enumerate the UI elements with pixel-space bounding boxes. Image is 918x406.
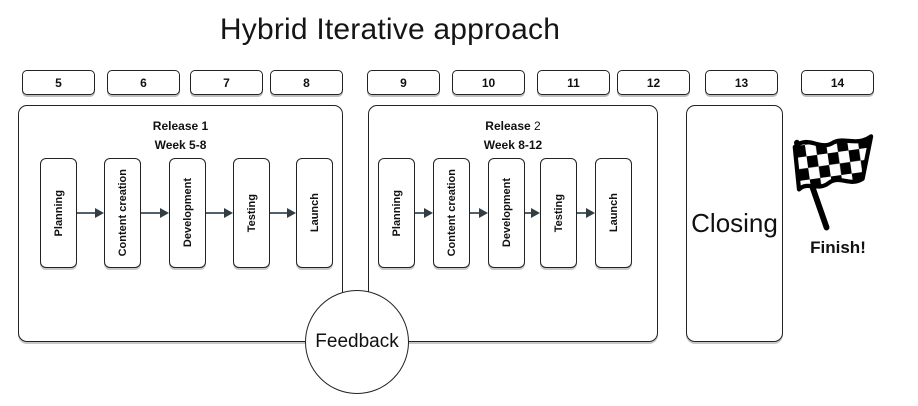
release-2-weeks: Week 8-12 [483,138,543,152]
week-box-10[interactable]: 10 [452,70,525,95]
week-label: 9 [400,75,407,90]
checkered-flag-icon[interactable] [786,130,882,236]
flow-arrow [415,208,433,218]
week-box-12[interactable]: 12 [617,70,690,95]
phase-label: Launch [607,193,620,233]
phase-label: Content creation [116,169,129,257]
page-title: Hybrid Iterative approach [219,13,561,46]
flow-arrow [141,208,169,218]
release-2-phase-planning[interactable]: Planning [378,158,415,268]
release-1-header: Release 1 Week 5-8 [19,117,342,155]
flow-arrow [206,208,233,218]
flow-arrow [577,208,595,218]
week-box-6[interactable]: 6 [107,70,180,95]
release-2-title: Release 2 [369,117,657,136]
release-1-phase-launch[interactable]: Launch [296,158,333,268]
week-label: 5 [55,75,62,90]
release-2-phase-development[interactable]: Development [488,158,525,268]
phase-label: Testing [552,193,565,233]
feedback-label: Feedback [315,331,399,352]
finish-label: Finish! [810,238,866,257]
flow-arrow [470,208,488,218]
release-2-phase-content-creation[interactable]: Content creation [433,158,470,268]
week-label: 14 [830,75,845,90]
phase-label: Planning [52,189,65,237]
week-label: 6 [140,75,147,90]
release-2-phase-testing[interactable]: Testing [540,158,577,268]
week-label: 7 [223,75,230,90]
release-2-header: Release 2 Week 8-12 [369,117,657,155]
phase-label: Development [181,178,194,248]
release-1-weeks: Week 5-8 [154,138,207,152]
week-label: 11 [567,75,580,90]
release-2-phase-launch[interactable]: Launch [595,158,632,268]
week-box-5[interactable]: 5 [22,70,95,95]
week-box-14[interactable]: 14 [801,70,874,95]
release-name: Release [152,119,199,133]
flow-arrow [525,208,540,218]
week-box-7[interactable]: 7 [190,70,263,95]
week-label: 12 [646,75,661,90]
release-number: 2 [534,119,541,133]
phase-label: Development [500,178,513,248]
phase-label: Content creation [445,169,458,257]
release-name: Release [485,119,531,133]
phase-label: Launch [308,193,321,233]
closing-label: Closing [691,208,778,238]
flow-arrow [270,208,296,218]
release-1-phase-development[interactable]: Development [169,158,206,268]
release-1-title: Release 1 [19,117,342,136]
release-number: 1 [201,119,209,133]
phase-label: Testing [245,193,258,233]
week-box-13[interactable]: 13 [705,70,778,95]
release-1-phase-testing[interactable]: Testing [233,158,270,268]
phase-label: Planning [390,189,403,237]
week-box-11[interactable]: 11 [537,70,610,95]
closing-box[interactable]: Closing [686,105,783,342]
week-box-9[interactable]: 9 [367,70,440,95]
week-box-8[interactable]: 8 [270,70,343,95]
release-1-phase-planning[interactable]: Planning [40,158,77,268]
week-label: 8 [303,75,310,90]
week-label: 13 [734,75,749,90]
flow-arrow [77,208,104,218]
release-1-phase-content-creation[interactable]: Content creation [104,158,141,268]
week-label: 10 [481,75,496,90]
feedback-node[interactable]: Feedback [305,290,409,394]
